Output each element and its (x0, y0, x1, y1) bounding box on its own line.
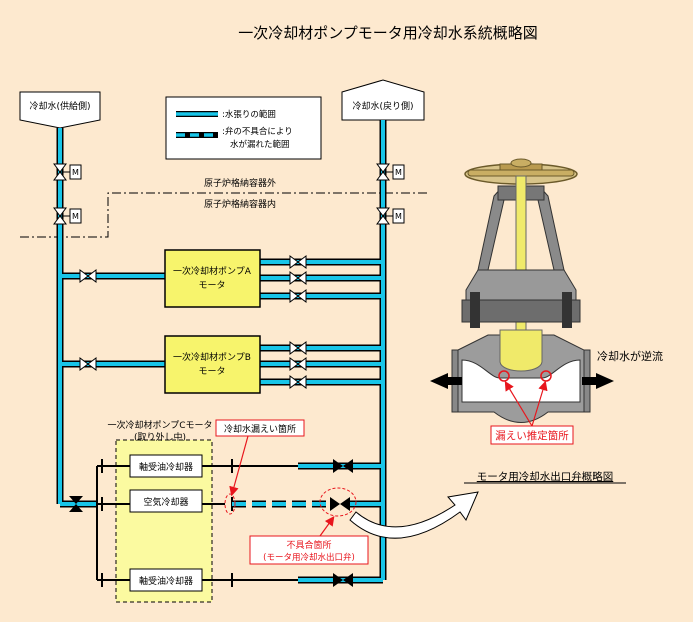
right-flow-arrow (582, 373, 614, 389)
pump-c-pipes (96, 459, 298, 587)
legend-leak-line2: 水が漏れた範囲 (230, 139, 290, 150)
valve-caption: モータ用冷却水出口弁概略図 (477, 470, 614, 483)
left-flow-arrow (430, 373, 462, 389)
legend-leak-line1: :弁の不具合により (222, 126, 293, 137)
diagram-title: 一次冷却材ポンプモータ用冷却水系統概略図 (238, 24, 538, 42)
pump-c-label-line1: 一次冷却材ポンプCモータ (107, 419, 212, 431)
leak-location-callout: 冷却水漏えい箇所 (215, 419, 305, 515)
defect-line1: 不具合箇所 (286, 539, 331, 551)
supply-label: 冷却水(供給側) (29, 100, 90, 112)
leak-location-label: 冷却水漏えい箇所 (224, 423, 296, 435)
cooler-upper-label: 軸受油冷却器 (139, 461, 193, 473)
return-label: 冷却水(戻り側) (352, 100, 413, 112)
water-filled-pipes (56, 120, 387, 584)
pump-b-line1: 一次冷却材ポンプB (173, 351, 251, 363)
cooler-air: 空気冷却器 (129, 489, 203, 513)
pump-a-line2: モータ (198, 280, 225, 291)
motor-label-3: M (395, 168, 402, 177)
return-header: 冷却水(戻り側) (341, 79, 425, 121)
cooler-lower-label: 軸受油冷却器 (139, 575, 193, 587)
pointer-arrow (349, 491, 479, 539)
cooler-air-label: 空気冷却器 (143, 496, 188, 508)
containment-boundary: 原子炉格納容器外 原子炉格納容器内 (20, 177, 430, 238)
motor-operators: M M M M (60, 164, 405, 224)
valve-cross-section (451, 158, 591, 423)
estimated-leak-label: 漏えい推定箇所 (495, 429, 569, 442)
pump-b-line2: モータ (198, 366, 225, 377)
defect-line2: (モータ用冷却水出口弁) (263, 552, 355, 563)
pump-c-label-line2: (取り外し中) (134, 431, 186, 443)
pump-a-motor: 一次冷却材ポンプA モータ (164, 249, 261, 308)
motor-label-2: M (72, 212, 79, 221)
backflow-label: 冷却水が逆流 (597, 349, 663, 363)
cooler-lower: 軸受油冷却器 (129, 568, 203, 592)
cooler-upper: 軸受油冷却器 (129, 454, 203, 478)
motor-label-4: M (395, 212, 402, 221)
motor-label-1: M (72, 168, 79, 177)
containment-inside-label: 原子炉格納容器内 (204, 198, 276, 210)
pump-a-line1: 一次冷却材ポンプA (173, 265, 252, 277)
containment-outside-label: 原子炉格納容器外 (204, 177, 276, 189)
estimated-leak-callout: 漏えい推定箇所 (490, 380, 574, 445)
pump-b-motor: 一次冷却材ポンプB モータ (164, 335, 261, 394)
legend: :水張りの範囲 :弁の不具合により 水が漏れた範囲 (165, 96, 322, 160)
supply-header: 冷却水(供給側) (19, 91, 101, 129)
legend-water-filled: :水張りの範囲 (222, 109, 276, 120)
defect-location-callout: 不具合箇所 (モータ用冷却水出口弁) (249, 487, 369, 565)
